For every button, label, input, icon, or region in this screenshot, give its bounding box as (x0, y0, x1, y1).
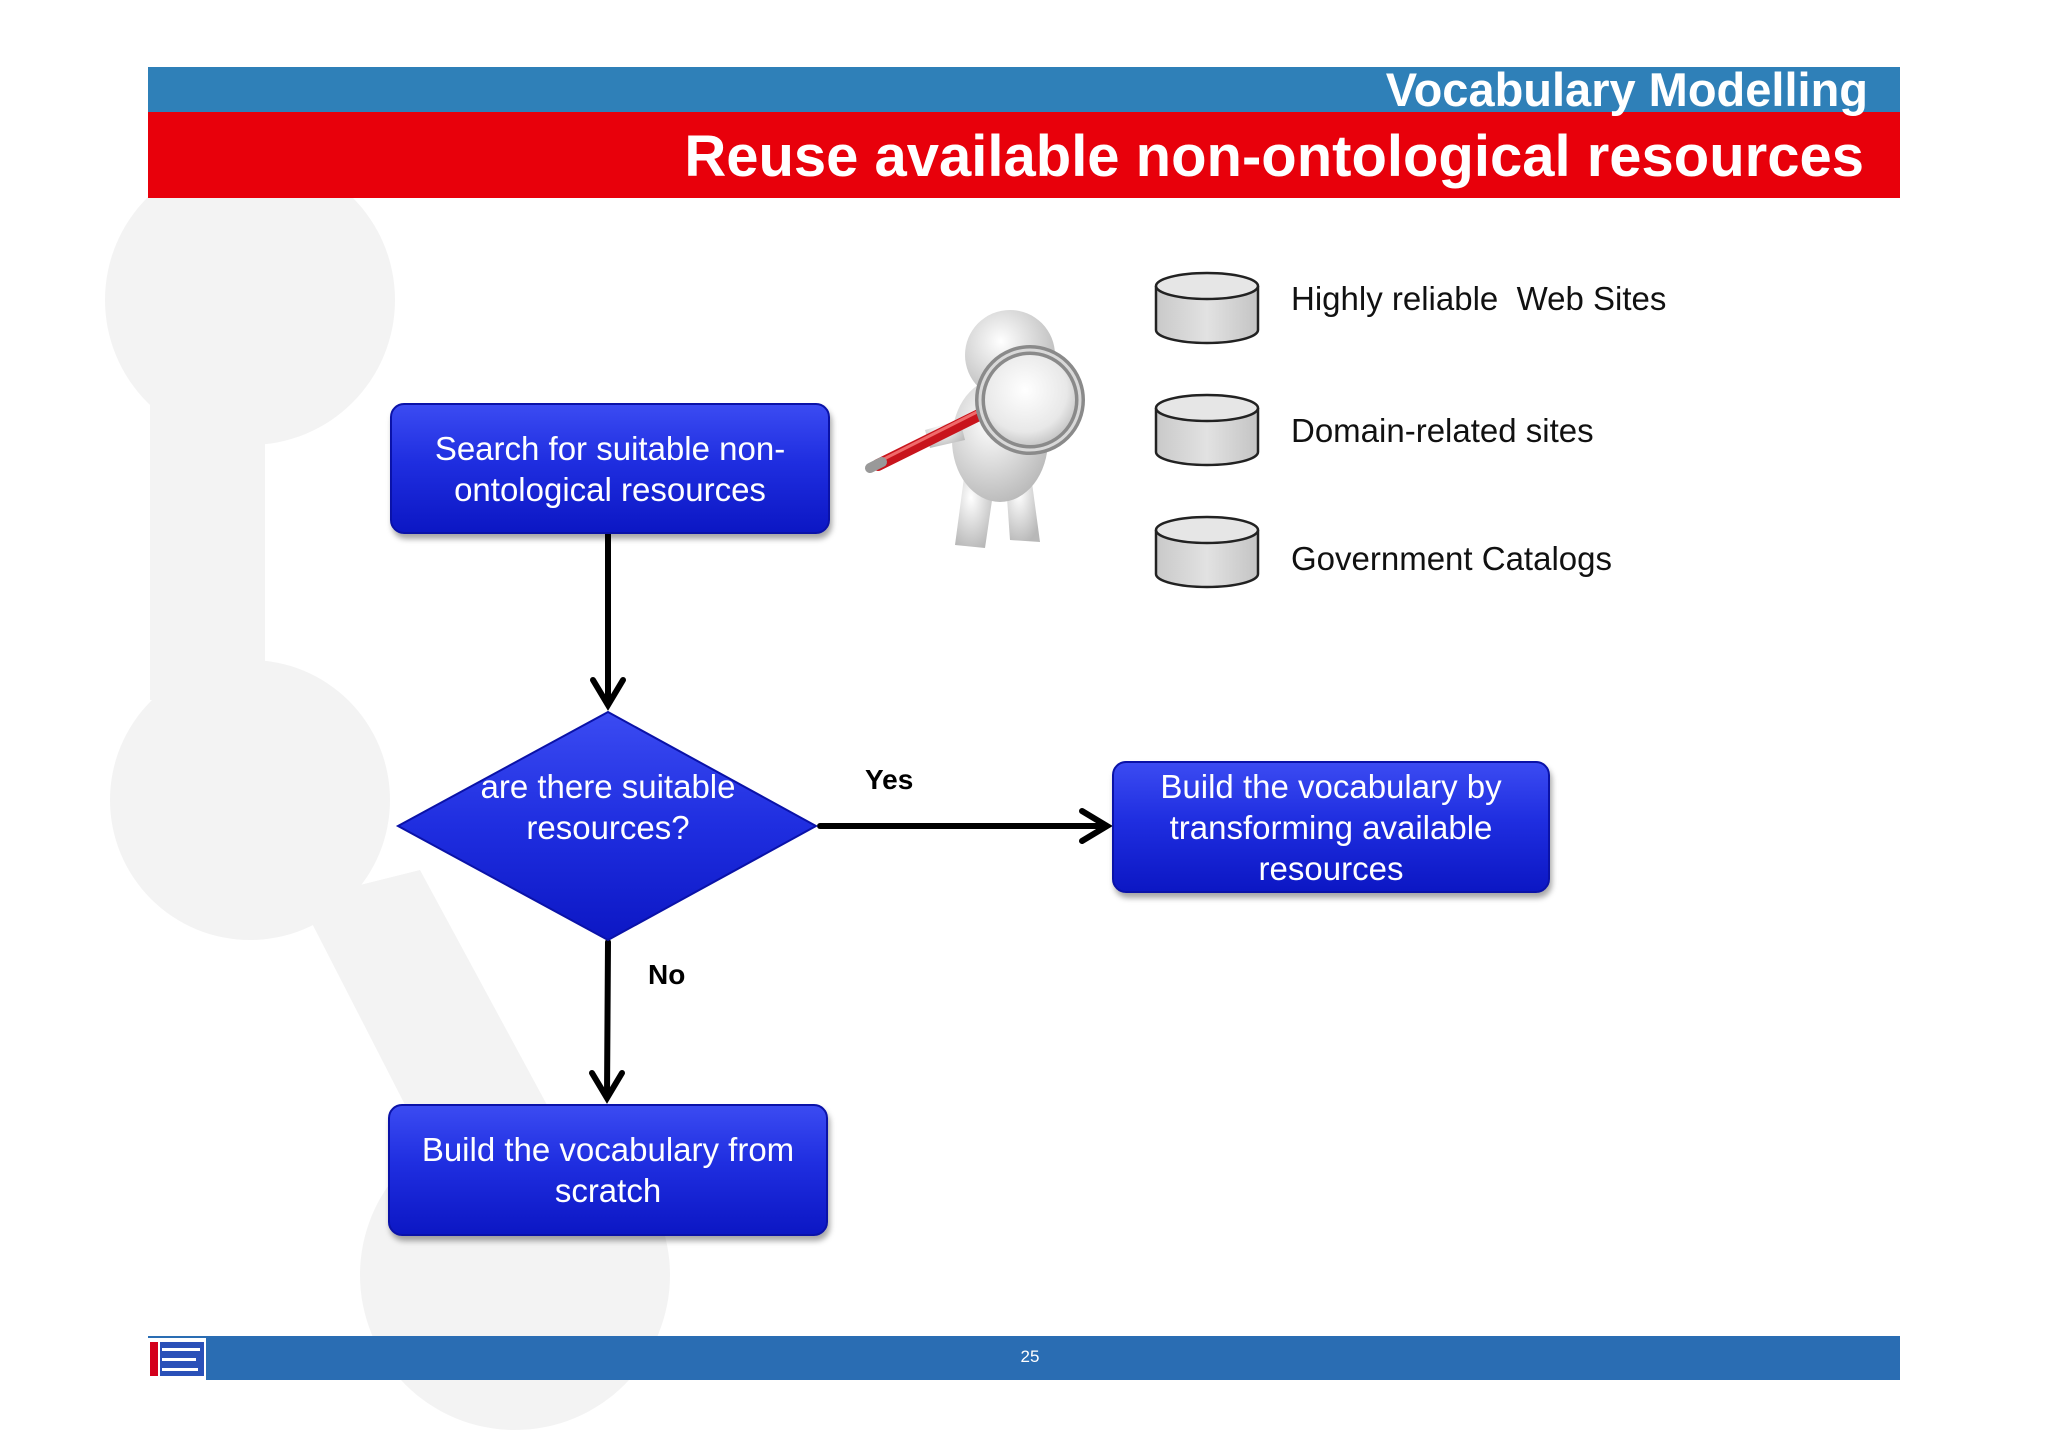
decision-label: are there suitable resources? (480, 768, 736, 846)
page-number: 25 (1020, 1347, 1040, 1366)
magnifying-glass-person-icon (865, 310, 1085, 548)
source-label-web-sites: Highly reliable Web Sites (1291, 280, 1667, 317)
header-band-blue (148, 67, 1900, 112)
organization-logo-icon (148, 1338, 206, 1380)
step-scratch-label: Build the vocabulary from scratch (421, 1131, 795, 1209)
database-icon (1154, 271, 1260, 345)
section-subtitle: Vocabulary Modelling (1385, 63, 1868, 116)
database-icon (1154, 393, 1260, 467)
header-band-red (148, 112, 1900, 198)
edge-label-no: No (648, 959, 686, 990)
database-icon (1154, 515, 1260, 589)
step-search-label: Search for suitable non-ontological reso… (434, 429, 786, 508)
slide-title: Reuse available non-ontological resource… (684, 124, 1864, 189)
step-build-from-scratch: Build the vocabulary from scratch (388, 1104, 828, 1236)
footer-bar (148, 1336, 1900, 1380)
step-transform-resources: Build the vocabulary by transforming ava… (1112, 761, 1550, 893)
step-transform-label: Build the vocabulary by transforming ava… (1160, 767, 1502, 887)
arrow-yes (817, 808, 1113, 844)
decision-diamond (395, 710, 819, 942)
source-label-domain-sites: Domain-related sites (1291, 412, 1594, 449)
source-label-government-catalogs: Government Catalogs (1291, 540, 1612, 577)
edge-label-yes: Yes (865, 764, 914, 795)
step-search-resources: Search for suitable non-ontological reso… (390, 403, 830, 534)
arrow-search-to-decision (590, 529, 626, 711)
arrow-no (589, 939, 625, 1104)
